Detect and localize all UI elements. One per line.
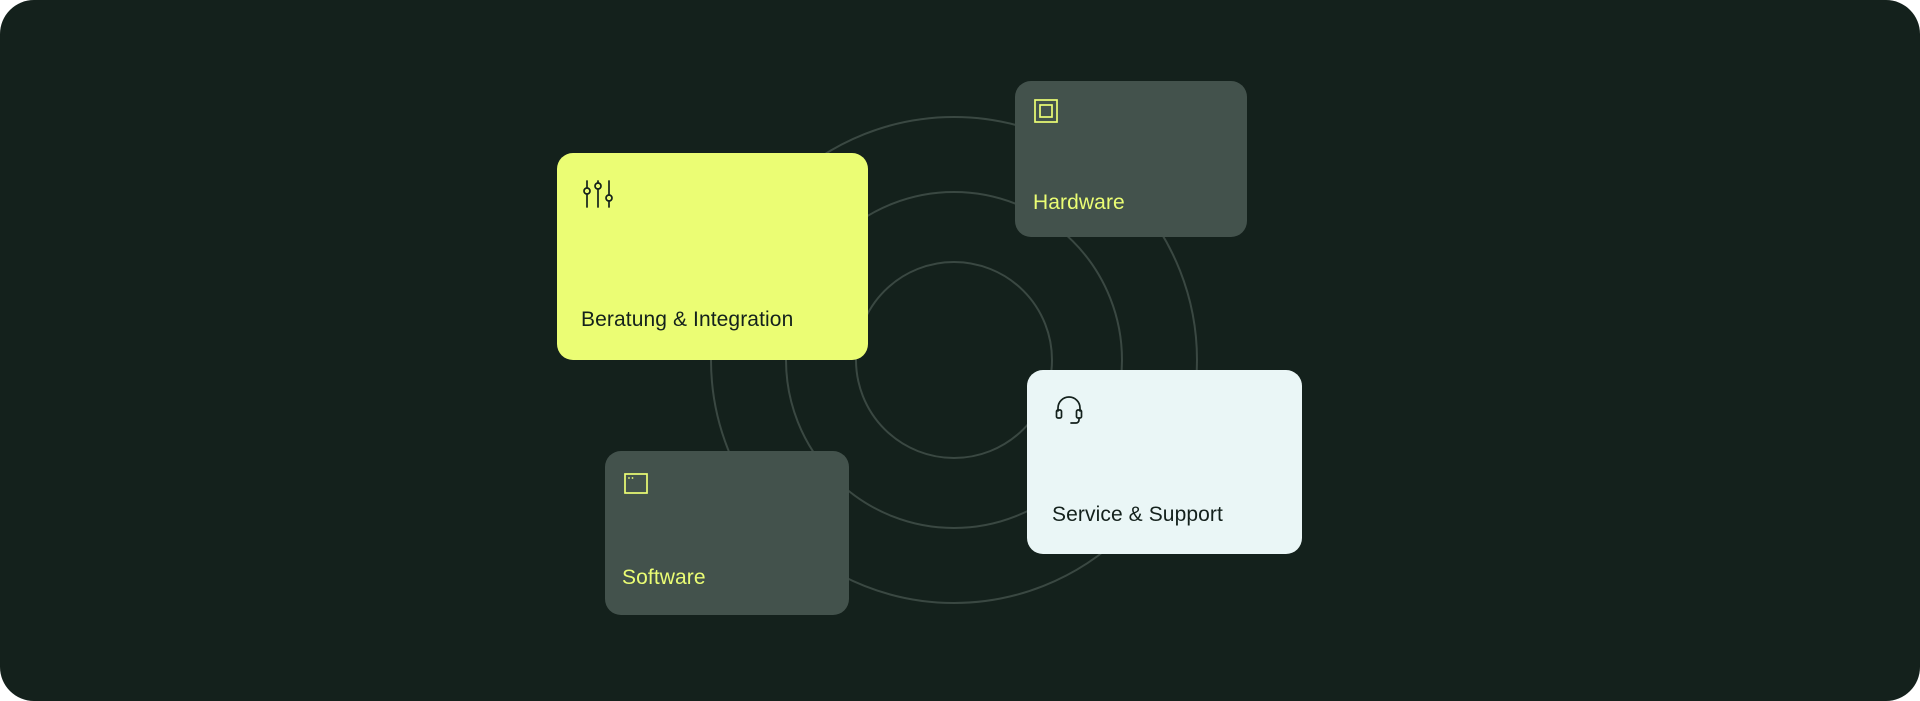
card-label: Software xyxy=(622,566,706,589)
app-window-icon xyxy=(624,473,648,494)
headset-icon xyxy=(1055,396,1083,424)
card-service-support[interactable]: Service & Support xyxy=(1027,370,1302,554)
card-label: Service & Support xyxy=(1052,503,1223,526)
card-software[interactable]: Software xyxy=(605,451,849,615)
card-label: Beratung & Integration xyxy=(581,308,794,331)
ring-outer xyxy=(710,116,1198,604)
sliders-icon xyxy=(583,180,613,208)
ring-middle xyxy=(785,191,1123,529)
card-label: Hardware xyxy=(1033,191,1125,214)
chip-icon xyxy=(1034,99,1058,123)
card-beratung-integration[interactable]: Beratung & Integration xyxy=(557,153,868,360)
card-hardware[interactable]: Hardware xyxy=(1015,81,1247,237)
ring-inner xyxy=(855,261,1053,459)
